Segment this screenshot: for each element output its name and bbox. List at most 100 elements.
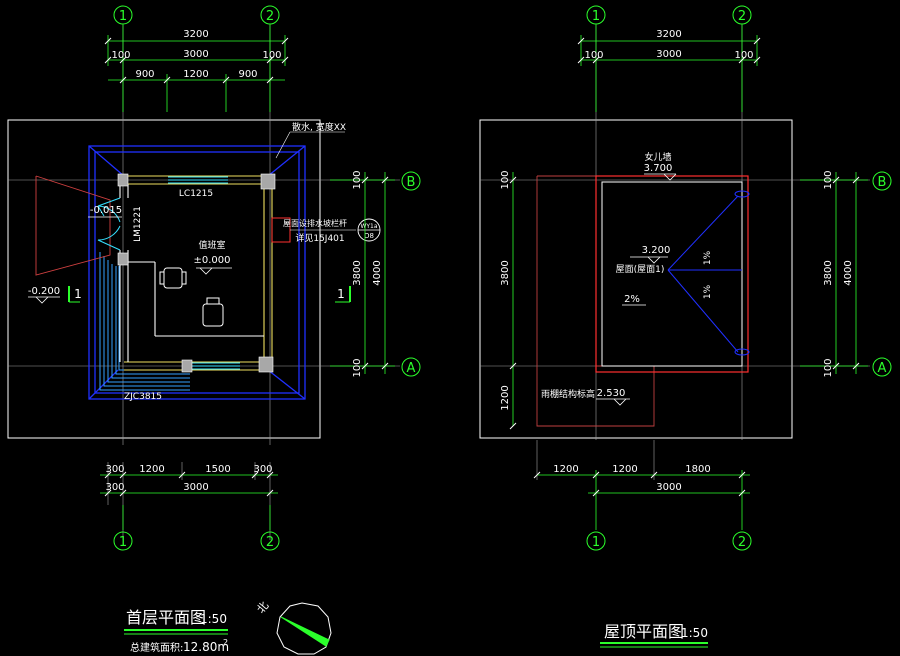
plan1-grid-lines (8, 25, 400, 540)
plan2-roof-level: 3.200 (642, 245, 671, 256)
plan1-dim-right-mid: 3800 (352, 260, 363, 285)
plan2-dim-bot-seg2: 1200 (612, 464, 637, 475)
plan1-dim-bot-total: 3000 (183, 482, 208, 493)
plan1-dim-bot-seg3: 1500 (205, 464, 230, 475)
plan2-axis-bubble-top-2: 2 (732, 5, 752, 52)
plan2-parapet-inner (601, 181, 743, 367)
plan2-dim-top-right-offset: 100 (734, 50, 753, 61)
plan1-chair-1 (159, 267, 187, 289)
plan1-level-entry: -0.015 (90, 205, 122, 216)
plan2-dim-left-mid: 3800 (500, 260, 511, 285)
plan2-slope-lower: 1% (703, 284, 713, 299)
plan1-steps (99, 252, 190, 391)
column-bottom-left (181, 359, 193, 373)
plan1-window-label: LC1215 (179, 189, 213, 199)
plan2-roof-label: 屋面(屋面1) (616, 264, 665, 275)
column-top-right (260, 173, 276, 190)
plan2-dim-left-bottom: 1200 (500, 385, 511, 410)
plan2-dim-top-mid: 3000 (656, 49, 681, 60)
plan1-window-lc1215 (168, 176, 228, 184)
column-mid-left (117, 252, 129, 266)
plan1-dim-top-seg1: 900 (135, 69, 154, 80)
plan1-dim-ticks-top (104, 37, 289, 84)
plan1-dim-top-mid: 3000 (183, 49, 208, 60)
plan2-dim-left-top: 100 (500, 170, 511, 189)
plan2-dim-ticks-bottom (533, 471, 746, 497)
plan2-dim-bot-total: 3000 (656, 482, 681, 493)
plan2-dim-right-bottom: 100 (823, 358, 834, 377)
svg-text:1: 1 (592, 535, 600, 550)
plan2-dim-bot-seg3: 1800 (685, 464, 710, 475)
north-label: 北 (254, 599, 271, 616)
plan2-dim-right-total: 4000 (843, 260, 854, 285)
plan1-door-label: LM1221 (133, 206, 143, 242)
roof-plan: 3200 100 3000 100 1 2 100 3800 1200 (479, 5, 892, 648)
plan2-dim-lines-bottom (537, 470, 750, 530)
column-bottom-right (258, 356, 274, 373)
plan2-parapet-level: 3.700 (644, 163, 673, 174)
detail-ref-top: WY1a (360, 223, 377, 230)
svg-text:B: B (407, 175, 416, 190)
plan2-title: 屋顶平面图 (604, 622, 684, 641)
svg-text:1: 1 (592, 9, 600, 24)
plan1-dim-bot-seg1: 300 (105, 464, 124, 475)
plan2-dim-top-left-offset: 100 (584, 50, 603, 61)
plan1-walls (119, 175, 273, 371)
detail-ref-bottom: D8 (364, 232, 374, 240)
plan1-corner-label: ZJC3815 (124, 392, 162, 402)
svg-text:B: B (878, 175, 887, 190)
plan1-area-label: 总建筑面积: (130, 641, 183, 654)
plan1-dim-right-total: 4000 (372, 260, 383, 285)
plan1-dim-lines-top (107, 35, 286, 112)
plan1-level-outside: -0.200 (28, 286, 60, 297)
plan2-dim-ticks-left (509, 176, 517, 430)
plan1-chair-2 (202, 297, 224, 327)
plan1-window-bottom (188, 362, 240, 370)
svg-text:1: 1 (74, 287, 82, 301)
plan2-dim-lines-top (580, 35, 758, 112)
plan2-dim-right-top: 100 (823, 170, 834, 189)
plan1-dim-top-seg3: 900 (238, 69, 257, 80)
svg-text:1: 1 (337, 287, 345, 301)
plan2-slope-upper: 1% (703, 250, 713, 265)
plan2-axis-bubble-a: A (872, 357, 892, 377)
svg-text:A: A (878, 361, 887, 376)
plan1-dim-top-total: 3200 (183, 29, 208, 40)
plan1-note-apron: 散水, 宽度XX (292, 121, 346, 133)
plan2-parapet-outer (595, 175, 749, 373)
svg-text:2: 2 (738, 535, 746, 550)
plan2-grid-lines (480, 25, 870, 480)
svg-text:2: 2 (738, 9, 746, 24)
plan1-dim-top-seg2: 1200 (183, 69, 208, 80)
plan1-title: 首层平面图 (126, 608, 206, 627)
plan1-dim-lines-bottom (100, 474, 278, 530)
plan1-axis-bubble-top-2: 2 (260, 5, 280, 52)
plan1-columns (117, 173, 276, 373)
plan2-axis-bubble-top-1: 1 (586, 5, 606, 52)
plan2-scale: 1:50 (681, 626, 708, 640)
plan1-dim-right-top: 100 (352, 170, 363, 189)
plan2-canopy-label: 雨棚结构标高 (541, 388, 595, 400)
plan2-parapet-label: 女儿墙 (644, 151, 671, 163)
column-top-left (117, 173, 129, 187)
plan1-dim-ticks-right (361, 176, 389, 370)
plan1-dim-bot-seg4: 300 (253, 464, 272, 475)
plan1-scale: 1:50 (200, 612, 227, 626)
plan1-wall-note-line1: 屋面设排水坡栏杆 (283, 218, 347, 228)
plan1-detail-ref: WY1a D8 (357, 218, 381, 242)
plan1-section-mark-left: 1 (68, 286, 82, 303)
plan2-dim-ticks-right (832, 176, 860, 370)
svg-text:A: A (407, 361, 416, 376)
plan1-dim-bot-seg2: 1200 (139, 464, 164, 475)
plan1-area-value: 12.80m (183, 640, 229, 654)
plan2-axis-bubble-bottom-2: 2 (732, 531, 752, 551)
plan1-dim-right-bottom: 100 (352, 358, 363, 377)
ground-floor-plan: WY1a D8 3200 100 3000 100 900 1200 90 (7, 5, 421, 654)
plan1-dim-top-right-offset: 100 (262, 50, 281, 61)
plan2-slope-lines (667, 190, 750, 356)
plan1-axis-bubble-b: B (401, 171, 421, 191)
plan1-ramp (35, 175, 111, 276)
plan2-dim-ticks-top (577, 37, 761, 64)
svg-text:2: 2 (266, 535, 274, 550)
